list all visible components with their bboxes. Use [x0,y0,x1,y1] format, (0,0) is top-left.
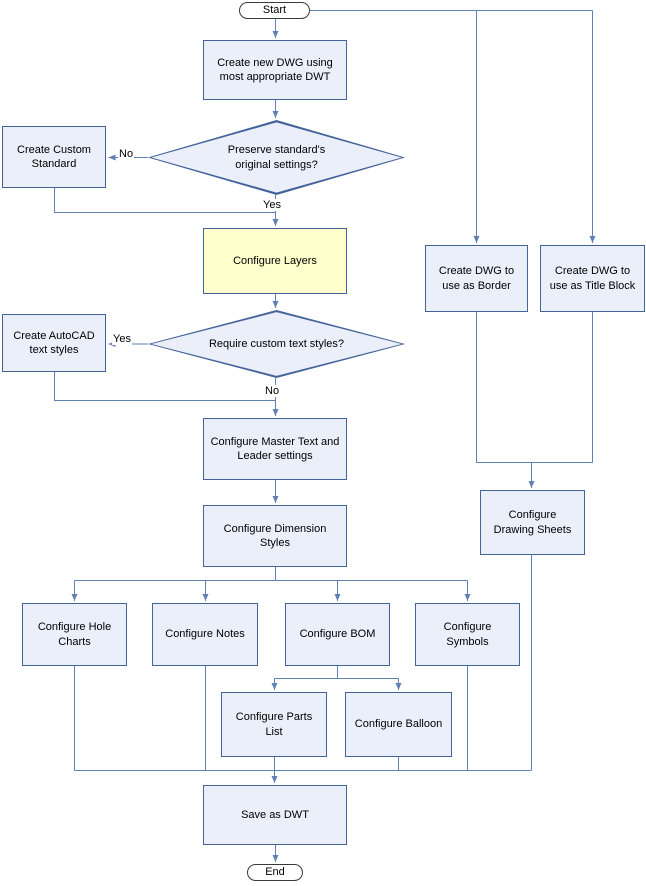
process-configure-parts-list: Configure Parts List [221,692,327,757]
process-create-dwg-border: Create DWG to use as Border [425,245,528,312]
edge-label-preserve-yes: Yes [262,199,282,212]
process-configure-layers: Configure Layers [203,228,347,294]
decision-require-text-styles-label: Require custom text styles? [208,337,345,350]
edge-label-preserve-no: No [118,148,135,161]
decision-require-text-styles: Require custom text styles? [148,310,405,378]
process-configure-drawing-sheets: Configure Drawing Sheets [480,490,585,555]
end-terminal: End [247,864,303,881]
process-configure-balloon: Configure Balloon [345,692,452,757]
process-configure-symbols: Configure Symbols [415,603,520,666]
process-create-new-dwg: Create new DWG using most appropriate DW… [203,40,347,100]
process-configure-hole-charts: Configure Hole Charts [22,603,127,666]
decision-preserve-settings: Preserve standard's original settings? [148,120,405,195]
process-create-autocad-text-styles: Create AutoCAD text styles [2,314,106,372]
process-configure-notes: Configure Notes [152,603,258,666]
process-save-as-dwt: Save as DWT [203,785,347,845]
start-terminal: Start [239,2,310,19]
edge-label-text-styles-no: No [264,385,281,398]
edge-label-text-styles-yes: Yes [112,333,132,346]
process-create-dwg-title-block: Create DWG to use as Title Block [540,245,645,312]
decision-preserve-settings-label: Preserve standard's original settings? [227,144,326,171]
process-configure-master-text: Configure Master Text and Leader setting… [203,418,347,480]
process-configure-dimension-styles: Configure Dimension Styles [203,505,347,567]
process-create-custom-standard: Create Custom Standard [2,126,106,188]
process-configure-bom: Configure BOM [285,603,390,666]
